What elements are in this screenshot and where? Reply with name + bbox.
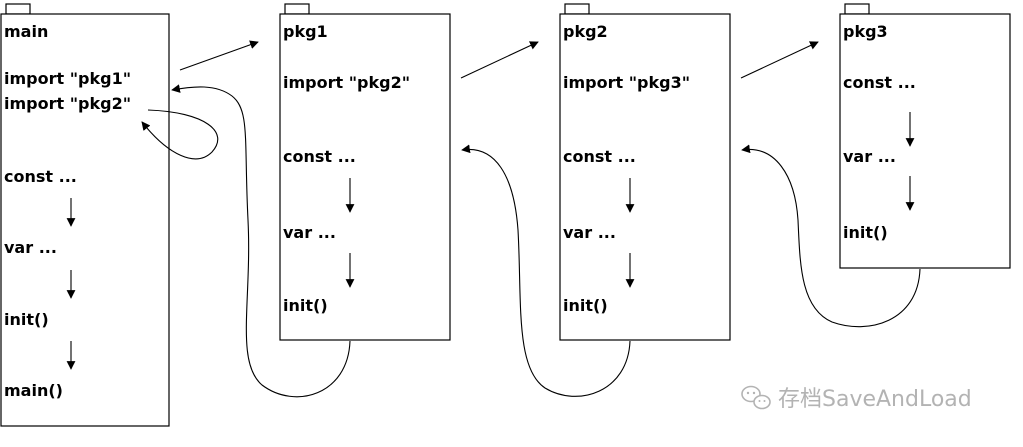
package-main-name: main <box>4 22 48 41</box>
package-pkg2-tab <box>564 3 590 15</box>
main-init: init() <box>4 310 49 329</box>
arrow-pkg1-imports-pkg2 <box>460 41 539 79</box>
pkg1-var: var ... <box>283 223 336 242</box>
package-pkg3-frame <box>839 13 1011 269</box>
package-pkg1-name: pkg1 <box>283 22 328 41</box>
package-main: main import "pkg1" import "pkg2" const .… <box>0 3 170 427</box>
wechat-icon <box>741 385 771 410</box>
package-pkg1: pkg1 import "pkg2" const ... var ... ini… <box>279 3 451 341</box>
package-pkg3-tab <box>844 3 870 15</box>
pkg1-import-pkg2: import "pkg2" <box>283 73 410 92</box>
pkg1-const: const ... <box>283 147 356 166</box>
package-pkg2-frame <box>559 13 731 341</box>
package-pkg1-frame <box>279 13 451 341</box>
arrow-pkg3-done-return-to-pkg2 <box>741 144 921 328</box>
main-import-pkg1: import "pkg1" <box>4 69 131 88</box>
pkg2-import-pkg3: import "pkg3" <box>563 73 690 92</box>
arrow-pkg2-done-return-to-pkg1 <box>461 144 631 397</box>
package-pkg2-name: pkg2 <box>563 22 608 41</box>
package-pkg3-name: pkg3 <box>843 22 888 41</box>
main-main-func: main() <box>4 381 63 400</box>
watermark: 存档SaveAndLoad <box>741 385 972 412</box>
package-main-tab <box>5 3 31 15</box>
arrow-main-imports-pkg1 <box>179 40 259 71</box>
main-var: var ... <box>4 238 57 257</box>
pkg2-init: init() <box>563 296 608 315</box>
pkg3-var: var ... <box>843 147 896 166</box>
package-pkg1-tab <box>284 3 310 15</box>
package-main-frame <box>0 13 170 427</box>
main-import-pkg2: import "pkg2" <box>4 94 131 113</box>
main-const: const ... <box>4 167 77 186</box>
pkg3-init: init() <box>843 223 888 242</box>
arrow-pkg2-imports-pkg3 <box>740 41 819 79</box>
arrow-main-pkg2-already-initialized <box>141 109 219 160</box>
arrow-pkg1-done-return-to-main <box>171 84 351 398</box>
pkg2-const: const ... <box>563 147 636 166</box>
pkg3-const: const ... <box>843 73 916 92</box>
package-pkg2: pkg2 import "pkg3" const ... var ... ini… <box>559 3 731 341</box>
package-pkg3: pkg3 const ... var ... init() <box>839 3 1011 269</box>
pkg1-init: init() <box>283 296 328 315</box>
pkg2-var: var ... <box>563 223 616 242</box>
watermark-text: 存档SaveAndLoad <box>778 387 972 412</box>
